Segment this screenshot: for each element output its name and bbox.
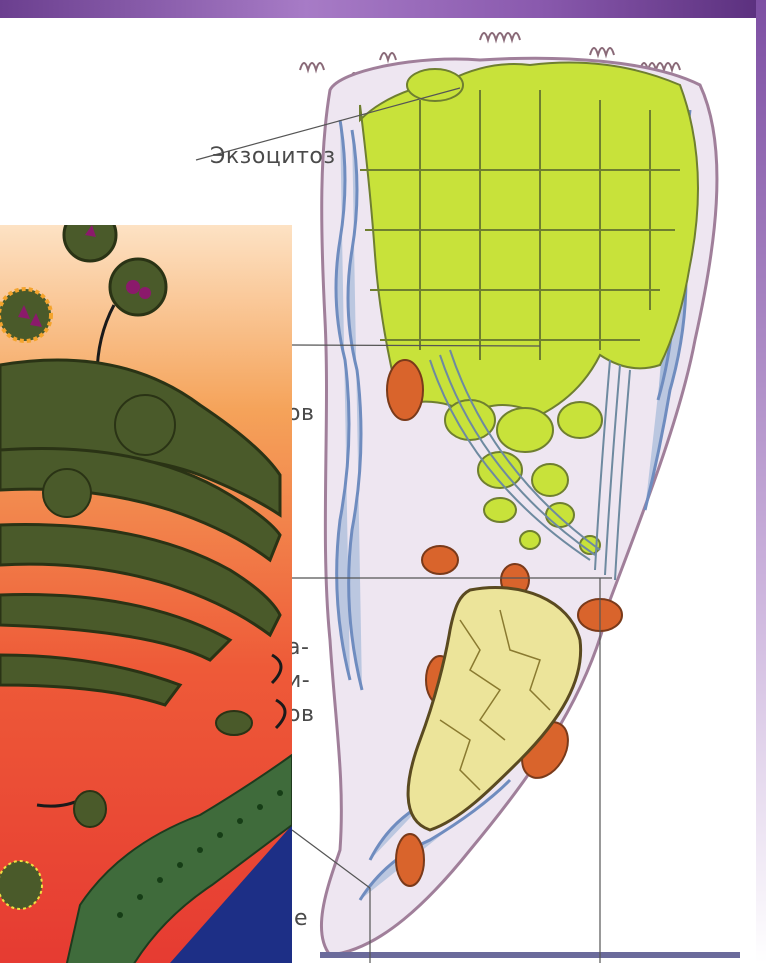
label-exocytosis: Экзоцитоз <box>210 144 336 169</box>
secretion-schematic-panel <box>0 225 292 963</box>
secretion-schematic <box>0 225 292 963</box>
label-fragment-e: е <box>294 906 308 931</box>
